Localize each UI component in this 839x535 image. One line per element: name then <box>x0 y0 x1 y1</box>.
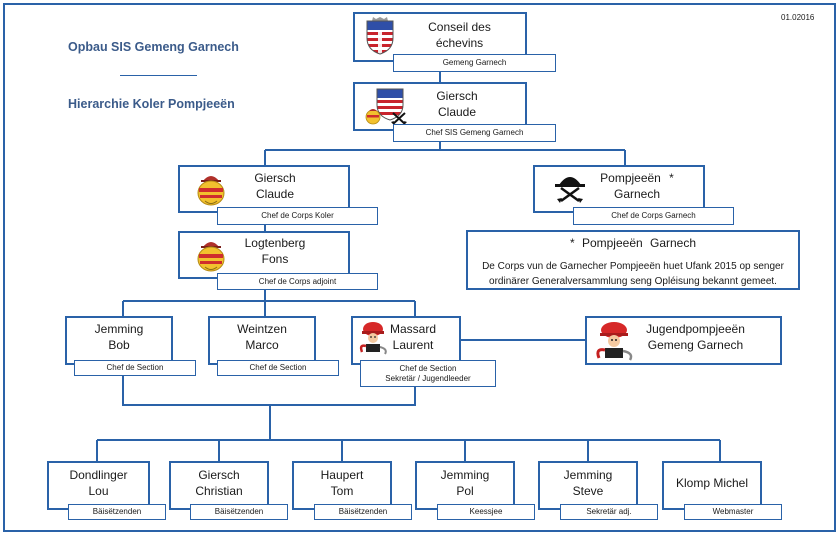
member-name-line2: Steve <box>572 484 604 498</box>
title-divider <box>120 75 197 76</box>
koler-fire-emblem-icon <box>195 237 227 273</box>
member-name-line2: Lou <box>88 484 109 498</box>
council-name-line2: échevins <box>435 36 484 50</box>
fire-brigade-crest-icon <box>365 86 409 126</box>
chief-koler-name-line1: Giersch <box>254 171 296 185</box>
page-subtitle: Hierarchie Koler Pompjeeën <box>68 97 235 111</box>
node-member-haupert: Haupert Tom <box>292 461 392 510</box>
koler-fire-emblem-icon <box>195 171 227 207</box>
role-label-section-laurent-line1: Chef de Section <box>399 363 457 373</box>
role-label-section-laurent-line2: Sekretär / Jugendleeder <box>385 373 471 383</box>
node-member-giersch: Giersch Christian <box>169 461 269 510</box>
role-label-section-laurent: Chef de Section Sekretär / Jugendleeder <box>360 360 496 387</box>
role-label-deputy-koler: Chef de Corps adjoint <box>217 273 378 290</box>
note-line-1: De Corps vun de Garnecher Pompjeeën huet… <box>482 261 784 272</box>
role-label-chief-sis: Chef SIS Gemeng Garnech <box>393 124 556 142</box>
node-youth-brigade: Jugendpompjeeën Gemeng Garnech <box>585 316 782 365</box>
member-name-line2: Tom <box>330 484 354 498</box>
dissolution-note: * Pompjeeën Garnech De Corps vun de Garn… <box>466 230 800 290</box>
role-label-section-marco: Chef de Section <box>217 360 339 376</box>
node-member-klomp: Klomp Michel <box>662 461 762 510</box>
node-section-bob: Jemming Bob <box>65 316 173 365</box>
role-label-chief-garnech: Chef de Corps Garnech <box>573 207 734 225</box>
coat-of-arms-icon <box>365 17 395 55</box>
role-label-member: Keessjee <box>437 504 535 520</box>
node-chief-koler: Giersch Claude <box>178 165 350 213</box>
role-label-member: Webmaster <box>684 504 782 520</box>
member-name-line2: Pol <box>456 484 474 498</box>
node-member-jemming-steve: Jemming Steve <box>538 461 638 510</box>
section-bob-name-line2: Bob <box>108 338 130 352</box>
role-label-member: Bäisëtzenden <box>314 504 412 520</box>
note-line-2: ordinärer Generalversammlung seng Opléis… <box>489 276 777 287</box>
deputy-koler-name-line1: Logtenberg <box>244 236 306 250</box>
section-laurent-name-line1: Massard <box>389 322 436 336</box>
deputy-koler-name-line2: Fons <box>261 252 289 266</box>
role-label-member: Sekretär adj. <box>560 504 658 520</box>
page-title: Opbau SIS Gemeng Garnech <box>68 40 239 54</box>
chief-garnech-name-line2: Garnech <box>613 187 661 201</box>
node-deputy-koler: Logtenberg Fons <box>178 231 350 279</box>
role-label-member: Bäisëtzenden <box>190 504 288 520</box>
chief-garnech-name-line1: Pompjeeën * <box>600 171 674 185</box>
chief-sis-name-line2: Claude <box>437 105 477 119</box>
chief-koler-name-line2: Claude <box>255 187 295 201</box>
page-frame <box>3 3 836 532</box>
section-laurent-name-line2: Laurent <box>392 338 434 352</box>
node-member-dondlinger: Dondlinger Lou <box>47 461 150 510</box>
section-marco-name-line1: Weintzen <box>237 322 287 336</box>
member-name-line1: Klomp Michel <box>675 476 749 490</box>
chief-sis-name-line1: Giersch <box>436 89 478 103</box>
member-name-line1: Dondlinger <box>69 468 128 482</box>
role-label-member: Bäisëtzenden <box>68 504 166 520</box>
role-label-section-bob: Chef de Section <box>74 360 196 376</box>
member-name-line2: Christian <box>195 484 243 498</box>
node-section-marco: Weintzen Marco <box>208 316 316 365</box>
node-chief-garnech: Pompjeeën * Garnech <box>533 165 705 213</box>
member-name-line1: Haupert <box>320 468 364 482</box>
member-name-line1: Jemming <box>563 468 613 482</box>
council-name-line1: Conseil des <box>428 20 491 34</box>
firefighter-mascot-icon <box>593 321 635 361</box>
youth-name-line1: Jugendpompjeeën <box>646 322 745 336</box>
role-label-council: Gemeng Garnech <box>393 54 556 72</box>
youth-name-line2: Gemeng Garnech <box>647 338 744 352</box>
date-stamp: 01.02016 <box>781 13 815 22</box>
node-section-laurent: Massard Laurent <box>351 316 461 365</box>
section-marco-name-line2: Marco <box>245 338 279 352</box>
firefighter-mascot-icon <box>358 321 388 355</box>
member-name-line1: Giersch <box>198 468 240 482</box>
note-title: * Pompjeeën Garnech <box>569 236 697 250</box>
helmet-axes-icon <box>552 171 588 203</box>
role-label-chief-koler: Chef de Corps Koler <box>217 207 378 225</box>
node-member-jemming-pol: Jemming Pol <box>415 461 515 510</box>
member-name-line1: Jemming <box>440 468 490 482</box>
section-bob-name-line1: Jemming <box>94 322 144 336</box>
